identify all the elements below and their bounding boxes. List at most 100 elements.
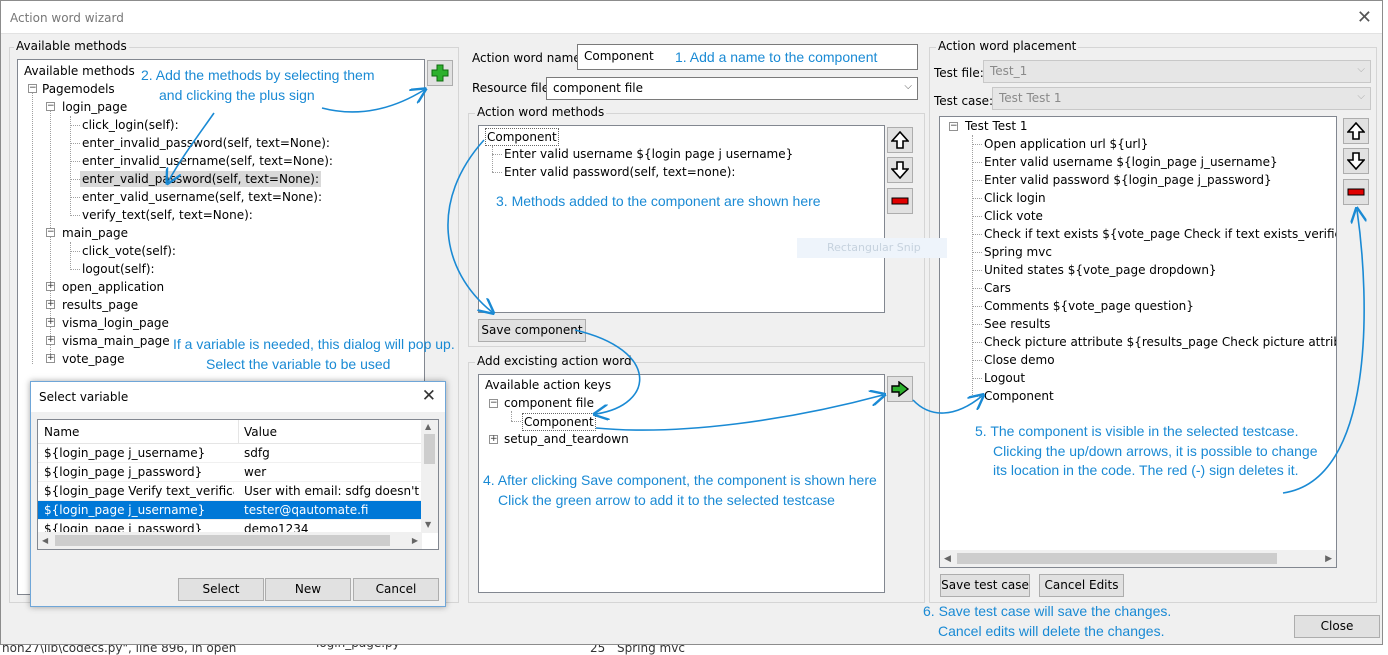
testcase-step[interactable]: Check if text exists ${vote_page Check i… xyxy=(984,227,1336,241)
tree-root[interactable]: Available methods xyxy=(24,64,135,78)
resource-file-select[interactable]: component file ⌵ xyxy=(546,77,918,100)
select-button[interactable]: Select xyxy=(178,578,264,601)
scroll-left-icon[interactable]: ◀ xyxy=(42,536,49,545)
open-application-expander-icon[interactable]: + xyxy=(46,281,55,291)
step-move-down-button[interactable] xyxy=(1343,148,1369,174)
scroll-left-icon[interactable]: ◀ xyxy=(944,554,951,564)
test-case-value: Test Test 1 xyxy=(999,91,1062,105)
save-test-case-button[interactable]: Save test case xyxy=(940,574,1030,597)
tree-method-logout[interactable]: logout(self): xyxy=(82,262,155,276)
testcase-step[interactable]: Spring mvc xyxy=(984,245,1052,259)
variable-grid-hscroll-thumb[interactable] xyxy=(55,535,390,546)
window-close-icon[interactable]: ✕ xyxy=(1356,7,1372,28)
testcase-step[interactable]: Logout xyxy=(984,371,1026,385)
variable-grid-hscrollbar[interactable]: ◀ ▶ xyxy=(38,532,422,549)
variable-row[interactable]: ${login_page Verify text_verification}Us… xyxy=(38,482,422,501)
add-to-testcase-button[interactable] xyxy=(887,376,913,402)
cancel-edits-button[interactable]: Cancel Edits xyxy=(1039,574,1124,597)
tree-node-vote-page[interactable]: vote_page xyxy=(62,352,125,366)
step-delete-button[interactable] xyxy=(1343,179,1369,205)
visma-login-page-expander-icon[interactable]: + xyxy=(46,317,55,327)
dialog-close-icon[interactable]: ✕ xyxy=(421,386,436,406)
methods-tree-item-username[interactable]: Enter valid username ${login page j user… xyxy=(504,147,794,161)
close-button[interactable]: Close xyxy=(1294,615,1380,638)
action-keys-root[interactable]: Available action keys xyxy=(485,378,612,392)
testcase-step[interactable]: Close demo xyxy=(984,353,1055,367)
results-page-expander-icon[interactable]: + xyxy=(46,299,55,309)
testcase-step[interactable]: Click vote xyxy=(984,209,1043,223)
testcase-hscroll-thumb[interactable] xyxy=(957,553,1277,564)
test-file-select[interactable]: Test_1 ⌵ xyxy=(983,60,1371,83)
testcase-expander-icon[interactable]: − xyxy=(949,121,958,131)
testcase-step[interactable]: Cars xyxy=(984,281,1011,295)
methods-tree-root[interactable]: Component xyxy=(485,128,559,146)
variable-value-cell: User with email: sdfg doesn't exist xyxy=(244,484,422,498)
tree-method-verify-text[interactable]: verify_text(self, text=None): xyxy=(82,208,253,222)
annotation-variable-line-1: If a variable is needed, this dialog wil… xyxy=(173,336,455,352)
variable-grid-vscrollbar[interactable]: ▲ ▼ xyxy=(421,420,438,533)
tree-method-enter-valid-username[interactable]: enter_valid_username(self, text=None): xyxy=(82,190,323,204)
variable-name-cell: ${login_page j_username} xyxy=(44,446,206,460)
action-word-name-input[interactable]: Component xyxy=(577,44,918,70)
vote-page-expander-icon[interactable]: + xyxy=(46,353,55,363)
login-page-expander-icon[interactable]: − xyxy=(46,101,55,111)
testcase-step[interactable]: Click login xyxy=(984,191,1046,205)
save-component-button[interactable]: Save component xyxy=(478,319,586,342)
testcase-step[interactable]: Open application url ${url} xyxy=(984,137,1149,151)
tree-node-login-page[interactable]: login_page xyxy=(62,100,128,114)
method-move-down-button[interactable] xyxy=(887,157,913,183)
scroll-right-icon[interactable]: ▶ xyxy=(1325,554,1332,564)
variable-name-cell: ${login_page j_username} xyxy=(44,503,206,517)
scroll-right-icon[interactable]: ▶ xyxy=(411,536,418,545)
testcase-step[interactable]: Component xyxy=(984,389,1054,403)
scroll-up-icon[interactable]: ▲ xyxy=(425,422,432,431)
tree-node-main-page[interactable]: main_page xyxy=(62,226,128,240)
testcase-step[interactable]: Comments ${vote_page question} xyxy=(984,299,1194,313)
testcase-step[interactable]: United states ${vote_page dropdown} xyxy=(984,263,1217,277)
column-header-name[interactable]: Name xyxy=(44,425,80,439)
testcase-hscrollbar[interactable]: ◀ ▶ xyxy=(940,550,1336,567)
arrow-down-icon xyxy=(891,161,909,179)
variable-row[interactable]: ${login_page j_password}wer xyxy=(38,463,422,482)
testcase-root[interactable]: Test Test 1 xyxy=(965,119,1028,133)
action-keys-component[interactable]: Component xyxy=(522,413,596,431)
variable-row[interactable]: ${login_page j_username}tester@qautomate… xyxy=(38,501,422,520)
setup-teardown-expander-icon[interactable]: + xyxy=(489,434,498,444)
tree-method-click-vote[interactable]: click_vote(self): xyxy=(82,244,176,258)
variable-grid-vscroll-thumb[interactable] xyxy=(424,434,435,464)
tree-node-pagemodels[interactable]: Pagemodels xyxy=(42,82,115,96)
tree-method-enter-valid-password[interactable]: enter_valid_password(self, text=None): xyxy=(80,171,321,187)
main-page-expander-icon[interactable]: − xyxy=(46,227,55,237)
action-keys-component-file[interactable]: component file xyxy=(504,396,594,410)
scroll-down-icon[interactable]: ▼ xyxy=(425,520,432,529)
visma-main-page-expander-icon[interactable]: + xyxy=(46,335,55,345)
step-move-up-button[interactable] xyxy=(1343,118,1369,144)
testcase-steps-tree[interactable]: − Test Test 1 Open application url ${url… xyxy=(939,116,1337,568)
minus-icon xyxy=(891,197,909,205)
variable-row[interactable]: ${login_page j_username}sdfg xyxy=(38,444,422,463)
pagemodels-expander-icon[interactable]: − xyxy=(28,83,37,93)
tree-node-visma-login-page[interactable]: visma_login_page xyxy=(62,316,169,330)
methods-tree-item-password[interactable]: Enter valid password(self, text=none): xyxy=(504,165,736,179)
testcase-step[interactable]: Enter valid password ${login_page j_pass… xyxy=(984,173,1272,187)
variable-grid[interactable]: Name Value ${login_page j_username}sdfg$… xyxy=(37,419,439,550)
column-header-value[interactable]: Value xyxy=(244,425,277,439)
tree-method-enter-invalid-password[interactable]: enter_invalid_password(self, text=None): xyxy=(82,136,330,150)
tree-node-open-application[interactable]: open_application xyxy=(62,280,165,294)
action-keys-setup-teardown[interactable]: setup_and_teardown xyxy=(504,432,629,446)
method-move-up-button[interactable] xyxy=(887,127,913,153)
tree-method-enter-invalid-username[interactable]: enter_invalid_username(self, text=None): xyxy=(82,154,333,168)
tree-node-visma-main-page[interactable]: visma_main_page xyxy=(62,334,170,348)
testcase-step[interactable]: See results xyxy=(984,317,1051,331)
new-variable-button[interactable]: New xyxy=(265,578,351,601)
method-delete-button[interactable] xyxy=(887,188,913,214)
tree-method-click-login[interactable]: click_login(self): xyxy=(82,118,179,132)
testcase-step[interactable]: Enter valid username ${login_page j_user… xyxy=(984,155,1278,169)
test-case-select[interactable]: Test Test 1 ⌵ xyxy=(992,87,1371,110)
component-file-expander-icon[interactable]: − xyxy=(489,398,498,408)
tree-node-results-page[interactable]: results_page xyxy=(62,298,139,312)
action-word-methods-tree[interactable]: Component Enter valid username ${login p… xyxy=(478,125,885,313)
cancel-button[interactable]: Cancel xyxy=(353,578,439,601)
testcase-step[interactable]: Check picture attribute ${results_page C… xyxy=(984,335,1336,349)
add-method-button[interactable] xyxy=(427,60,453,86)
